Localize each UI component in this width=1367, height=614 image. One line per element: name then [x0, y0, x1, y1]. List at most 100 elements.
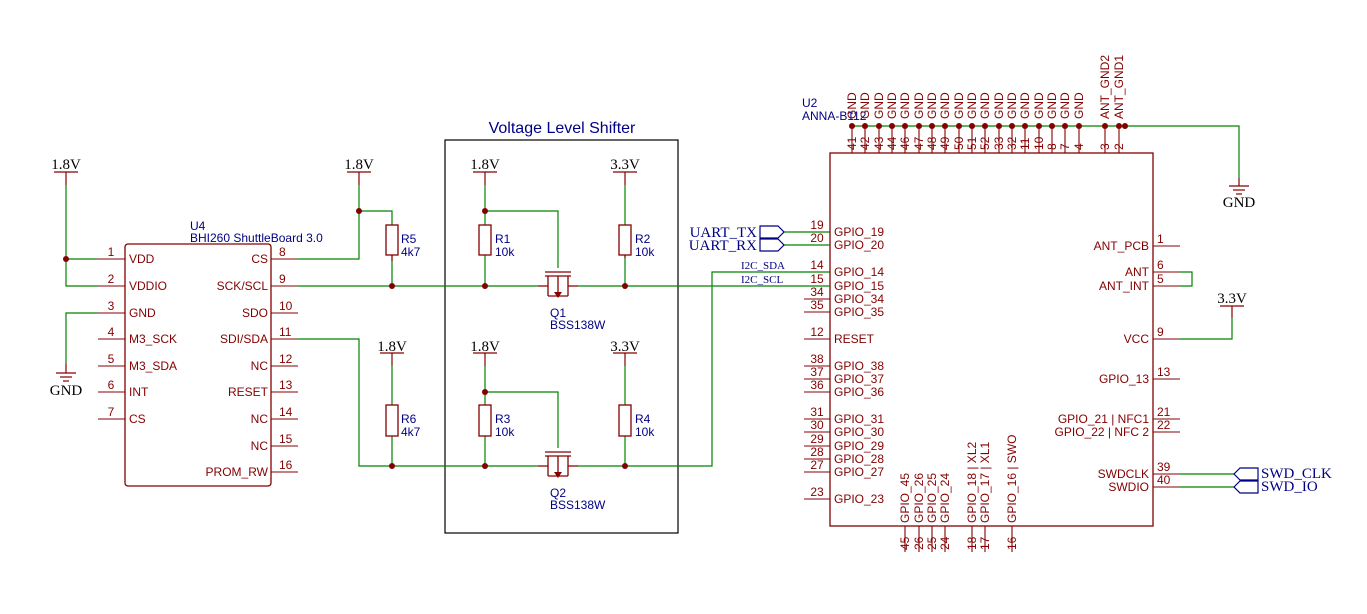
u4-pin-number: 9 — [279, 272, 286, 286]
u4-pin-name: VDD — [129, 252, 155, 266]
gnd-bus-junctions — [849, 123, 1122, 129]
u2-pin-number: 38 — [810, 352, 824, 366]
gnd-bus-junction — [889, 123, 895, 129]
u2-pin-name: GND — [912, 92, 926, 119]
u2-pin-name: GPIO_30 — [834, 425, 884, 439]
u4-pin-number: 12 — [279, 352, 293, 366]
resistor-r5: R5 4k7 — [385, 224, 421, 261]
power-3v3-u2: 3.3V — [1217, 291, 1247, 318]
u2-pin-number: 16 — [1005, 536, 1019, 550]
u2-pin-name: GPIO_36 — [834, 385, 884, 399]
power-3v3-label: 3.3V — [610, 157, 640, 173]
power-1v8-label: 1.8V — [344, 157, 374, 173]
u4-value: BHI260 ShuttleBoard 3.0 — [190, 231, 323, 245]
u4-pin-name: M3_SDA — [129, 359, 177, 373]
r2-value: 10k — [635, 245, 655, 259]
resistor-r6: R6 4k7 — [385, 404, 421, 439]
u4-pin-name: SDI/SDA — [220, 332, 268, 346]
u4-pin-number: 2 — [108, 272, 115, 286]
gnd-label: GND — [1223, 195, 1256, 211]
power-1v8-r3: 1.8V — [470, 339, 500, 366]
net-label-i2c-sda: I2C_SDA — [741, 260, 785, 272]
u4-pin-name: SDO — [242, 306, 268, 320]
u2-pin-name: ANT_INT — [1099, 279, 1150, 293]
u2-pin-name: GPIO_37 — [834, 372, 884, 386]
u2-pin-name: ANT_GND1 — [1112, 55, 1126, 119]
u4-pin-number: 7 — [108, 405, 115, 419]
u2-pin-name: GPIO_14 — [834, 265, 884, 279]
u2-pin-name: GPIO_15 — [834, 279, 884, 293]
u2-pin-number: 9 — [1157, 325, 1164, 339]
u2-pin-number: 30 — [810, 418, 824, 432]
u4-pin-number: 10 — [279, 299, 293, 313]
u2-pin-number: 12 — [810, 325, 824, 339]
u2-pin-name: GPIO_24 — [938, 473, 952, 523]
u4-pin-name: VDDIO — [129, 279, 167, 293]
u4-pin-name: PROM_RW — [206, 465, 269, 479]
label-uart-rx: UART_RX — [689, 238, 785, 254]
u2-pin-number: 39 — [1157, 460, 1171, 474]
u2-pin-name: GND — [898, 92, 912, 119]
u4-pin-number: 16 — [279, 458, 293, 472]
r5-ref: R5 — [401, 232, 417, 246]
u2-pin-number: 13 — [1157, 365, 1171, 379]
u2-pin-name: SWDCLK — [1098, 467, 1149, 481]
u2-pin-number: 18 — [965, 536, 979, 550]
u2-pin-name: GPIO_16 | SWO — [1005, 435, 1019, 523]
u2-pin-name: GPIO_29 — [834, 439, 884, 453]
label-swd-io: SWD_IO — [1233, 479, 1318, 495]
power-1v8-u4: 1.8V — [51, 157, 81, 185]
u2-pin-number: 34 — [810, 285, 824, 299]
u2-pin-name: GPIO_21 | NFC1 — [1058, 412, 1149, 426]
u2-pin-name: GPIO_18 | XL2 — [965, 442, 979, 523]
mosfet-q1: Q1 BSS138W — [538, 271, 606, 332]
u2-pin-name: GPIO_22 | NFC 2 — [1055, 425, 1150, 439]
swd-io-text: SWD_IO — [1261, 479, 1318, 495]
u2-pin-number: 19 — [810, 218, 824, 232]
gnd-bus-junction — [1062, 123, 1068, 129]
gnd-bus-junction — [1022, 123, 1028, 129]
u4-pin-number: 4 — [108, 325, 115, 339]
power-1v8-r1: 1.8V — [470, 157, 500, 185]
gnd-bus-junction — [982, 123, 988, 129]
u2-pin-number: 8 — [1045, 143, 1059, 150]
gnd-symbol-u4: GND — [50, 364, 83, 399]
u2-top-pins: 41GND42GND43GND44GND46GND47GND48GND49GND… — [845, 55, 1126, 153]
gnd-bus-junction — [876, 123, 882, 129]
u2-pin-name: GND — [1045, 92, 1059, 119]
gnd-bus-junction — [849, 123, 855, 129]
resistor-r4: R4 10k — [618, 404, 655, 439]
u4-pin-number: 1 — [108, 245, 115, 259]
u2-pin-number: 7 — [1058, 143, 1072, 150]
r2-ref: R2 — [635, 232, 651, 246]
u2-pin-number: 4 — [1072, 143, 1086, 150]
swd-clk-text: SWD_CLK — [1261, 466, 1332, 482]
power-1v8-label: 1.8V — [470, 339, 500, 355]
u4-pin-number: 8 — [279, 245, 286, 259]
gnd-label: GND — [50, 383, 83, 399]
u2-pin-name: GPIO_26 — [912, 473, 926, 523]
u2-pin-number: 20 — [810, 231, 824, 245]
u4-pin-number: 11 — [279, 325, 292, 339]
u4-pin-name: GND — [129, 306, 156, 320]
u2-pin-name: ANT_PCB — [1094, 239, 1149, 253]
r3-value: 10k — [495, 425, 515, 439]
power-3v3-label: 3.3V — [1217, 291, 1247, 307]
u2-pin-name: GPIO_19 — [834, 225, 884, 239]
u2-pin-name: GND — [925, 92, 939, 119]
r1-value: 10k — [495, 245, 515, 259]
u2-pin-name: ANT_GND2 — [1098, 55, 1112, 119]
u2-pin-number: 50 — [952, 136, 966, 150]
u4-ref: U4 — [190, 219, 206, 233]
gnd-bus-junction — [996, 123, 1002, 129]
r4-ref: R4 — [635, 412, 651, 426]
gnd-bus-junction — [1009, 123, 1015, 129]
u2-pin-name: GND — [1005, 92, 1019, 119]
u4-pin-name: NC — [251, 439, 269, 453]
power-1v8-r6: 1.8V — [377, 339, 407, 366]
u2-pin-number: 15 — [810, 272, 824, 286]
